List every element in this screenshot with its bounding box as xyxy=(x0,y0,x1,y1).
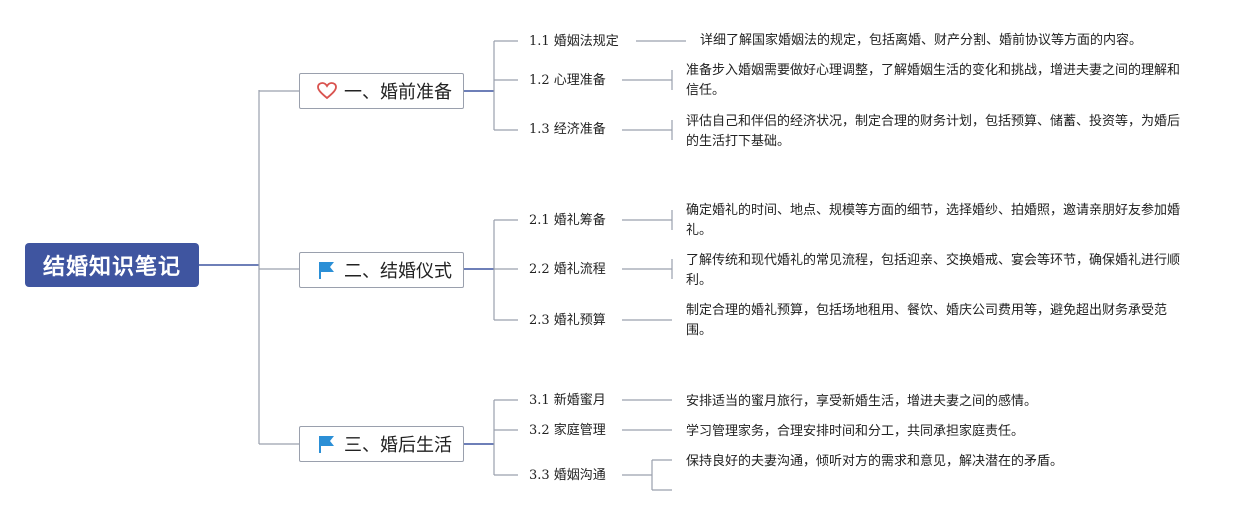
subtopic-2-3[interactable]: 2.3 婚礼预算 xyxy=(529,313,606,328)
detail-note-2-2: 了解传统和现代婚礼的常见流程，包括迎亲、交换婚戒、宴会等环节，确保婚礼进行顺利。 xyxy=(686,253,1181,288)
detail-note-1-3: 评估自己和伴侣的经济状况，制定合理的财务计划，包括预算、储蓄、投资等，为婚后的生… xyxy=(686,114,1181,149)
branch-topic-1-label: 一、婚前准备 xyxy=(344,82,452,103)
detail-note-1-2: 准备步入婚姻需要做好心理调整，了解婚姻生活的变化和挑战，增进夫妻之间的理解和信任… xyxy=(686,63,1181,98)
branch-topic-2-label: 二、结婚仪式 xyxy=(344,261,452,282)
subtopic-1-2[interactable]: 1.2 心理准备 xyxy=(529,73,606,88)
subtopic-3-3[interactable]: 3.3 婚姻沟通 xyxy=(529,468,606,483)
detail-note-2-3: 制定合理的婚礼预算，包括场地租用、餐饮、婚庆公司费用等，避免超出财务承受范围。 xyxy=(686,303,1168,338)
subtopic-1-1[interactable]: 1.1 婚姻法规定 xyxy=(529,34,619,49)
flag-icon xyxy=(316,260,338,280)
detail-note-2-1: 确定婚礼的时间、地点、规模等方面的细节，选择婚纱、拍婚照，邀请亲朋好友参加婚礼。 xyxy=(686,203,1181,238)
detail-note-3-2: 学习管理家务，合理安排时间和分工，共同承担家庭责任。 xyxy=(686,424,1025,439)
subtopic-3-1[interactable]: 3.1 新婚蜜月 xyxy=(529,393,606,408)
detail-note-1-1: 详细了解国家婚姻法的规定，包括离婚、财产分割、婚前协议等方面的内容。 xyxy=(700,33,1143,48)
root-topic-label: 结婚知识笔记 xyxy=(42,255,181,280)
detail-note-3-3: 保持良好的夫妻沟通，倾听对方的需求和意见，解决潜在的矛盾。 xyxy=(686,454,1064,469)
branch-topic-1[interactable]: 一、婚前准备 xyxy=(299,73,464,109)
branch-topic-3[interactable]: 三、婚后生活 xyxy=(299,426,464,462)
subtopic-2-2[interactable]: 2.2 婚礼流程 xyxy=(529,262,606,277)
flag-icon xyxy=(316,434,338,454)
branch-topic-3-label: 三、婚后生活 xyxy=(344,435,452,456)
branch-topic-2[interactable]: 二、结婚仪式 xyxy=(299,252,464,288)
detail-note-3-1: 安排适当的蜜月旅行，享受新婚生活，增进夫妻之间的感情。 xyxy=(686,394,1038,409)
subtopic-1-3[interactable]: 1.3 经济准备 xyxy=(529,122,606,137)
heart-icon xyxy=(316,81,338,101)
subtopic-3-2[interactable]: 3.2 家庭管理 xyxy=(529,423,606,438)
root-topic[interactable]: 结婚知识笔记 xyxy=(25,243,199,287)
subtopic-2-1[interactable]: 2.1 婚礼筹备 xyxy=(529,213,606,228)
